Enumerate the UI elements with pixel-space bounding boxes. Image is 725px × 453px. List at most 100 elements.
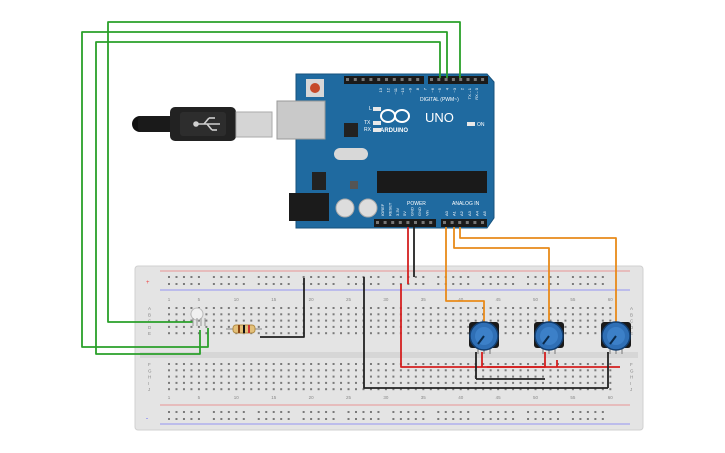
pin-label: GND [417,207,422,216]
pin-label: A2 [459,210,464,216]
wire-green-1[interactable] [107,21,461,323]
potentiometer-3[interactable] [601,321,631,354]
row-letter: J [148,387,150,392]
pin-label: 5V [402,211,407,216]
column-number: 30 [383,297,389,302]
row-letter: F [630,362,633,367]
pin-label: 4 [445,87,450,90]
potentiometer-1[interactable] [469,321,499,354]
column-number: 5 [198,297,201,302]
row-letter: B [630,312,633,317]
pin-label: 13 [378,87,383,92]
row-letter: E [630,331,633,336]
column-number: 40 [458,395,464,400]
row-letter: D [148,325,152,330]
row-letter: I [630,381,631,386]
pin-label: RX←0 [474,87,479,100]
arduino-logo [380,109,410,123]
on-label: ON [477,122,485,128]
rail-minus-bottom: - [146,416,148,422]
led-tx-label: TX [364,120,371,126]
column-number: 60 [608,297,614,302]
column-number: 60 [608,395,614,400]
row-letter: A [630,306,633,311]
column-number: 25 [346,395,352,400]
pin-label: ~11 [393,87,398,94]
digital-label: DIGITAL (PWM~) [420,97,459,103]
wire-black-4[interactable] [260,278,305,338]
column-number: 45 [496,297,502,302]
column-number: 5 [198,395,201,400]
pin-label: RESET [387,202,392,216]
row-letter: J [630,387,632,392]
pin-label: 7 [422,87,427,90]
pin-label: TX→1 [467,87,472,99]
row-letter: E [148,331,151,336]
power-jack [289,193,329,221]
wire-orange-1[interactable] [445,227,485,322]
column-number: 55 [570,297,576,302]
pin-label: A1 [452,210,457,216]
led-l-label: L [369,106,372,112]
power-label: POWER [407,201,426,207]
wire-green-3[interactable] [95,41,441,355]
rail-plus-top: + [146,280,150,286]
pin-label: A0 [444,210,449,216]
led-rx-label: RX [364,127,372,133]
wire-orange-2[interactable] [453,227,550,322]
pin-label: 12 [385,87,390,92]
arduino-label: ARDUINO [380,128,408,134]
column-number: 1 [168,297,171,302]
pin-label: A4 [474,210,479,216]
uno-label: UNO [425,110,454,125]
wire-green-2[interactable] [81,31,448,348]
row-letter: B [148,312,151,317]
column-number: 20 [309,297,315,302]
arduino-board[interactable]: UNO ARDUINO DIGITAL (PWM~) POWER ANALOG … [276,73,495,229]
column-number: 40 [458,297,464,302]
row-letter: G [630,368,634,373]
resistor[interactable] [226,324,262,334]
pin-label: ~10 [400,87,405,95]
column-number: 50 [533,395,539,400]
pin-label: 3.3V [395,207,400,216]
potentiometer-2[interactable] [534,321,564,354]
row-letter: A [148,306,151,311]
column-number: 20 [309,395,315,400]
pin-label: ~9 [408,87,413,92]
column-number: 10 [234,297,240,302]
column-number: 30 [383,395,389,400]
column-number: 45 [496,395,502,400]
pin-label: Vin [424,210,429,216]
row-letter: D [630,325,634,330]
analog-label: ANALOG IN [452,201,480,207]
row-letter: C [630,319,634,324]
rgb-led[interactable] [190,307,206,326]
microcontroller-chip [377,171,487,193]
pin-label: ~5 [437,87,442,92]
row-letter: I [148,381,149,386]
pin-label: ~6 [430,87,435,92]
row-letter: G [148,368,152,373]
column-number: 35 [421,297,427,302]
pin-label: A5 [482,210,487,216]
wire-black-2[interactable] [363,277,608,389]
pin-label: 2 [459,87,464,90]
column-number: 15 [271,297,277,302]
wire-orange-3[interactable] [459,227,617,322]
column-number: 10 [234,395,240,400]
pin-label: 8 [415,87,420,90]
row-letter: H [148,375,151,380]
column-number: 15 [271,395,277,400]
usb-icon [193,117,220,131]
wire-red-2[interactable] [400,284,546,368]
usb-port [276,100,326,140]
usb-cable[interactable] [132,107,273,141]
row-letter: F [148,362,151,367]
pin-label: IOREF [380,203,385,216]
pin-label: A3 [467,210,472,216]
column-number: 50 [533,297,539,302]
pin-label: ~3 [452,87,457,92]
